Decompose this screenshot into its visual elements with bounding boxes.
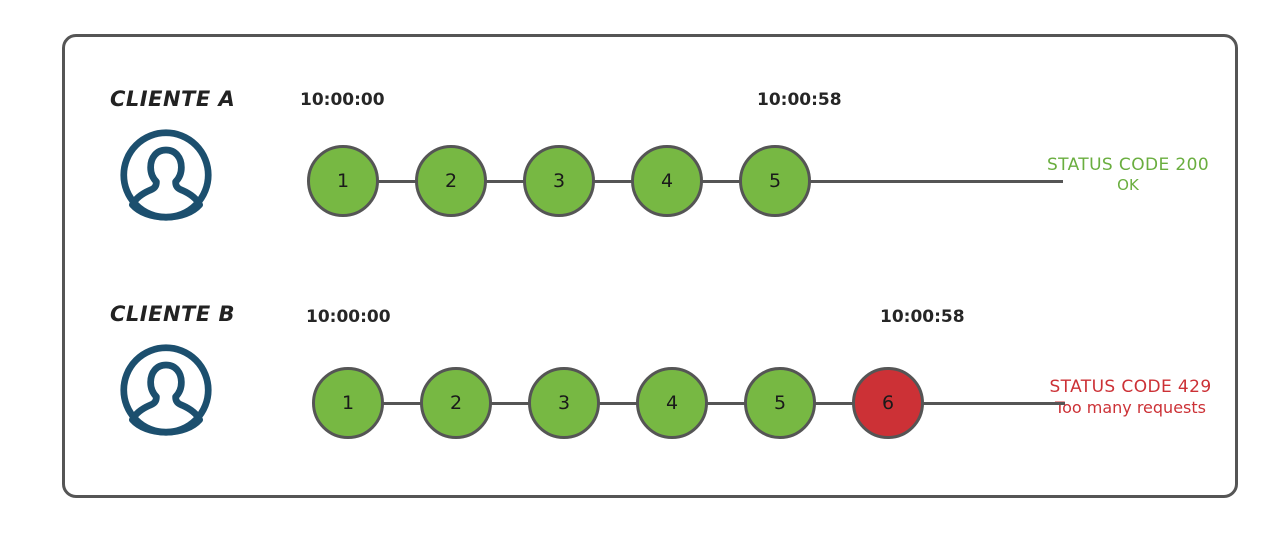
client-label-a: CLIENTE A xyxy=(110,87,236,111)
request-node-a-2[interactable]: 2 xyxy=(415,145,487,217)
status-badge-b: STATUS CODE 429 Too many requests xyxy=(1023,377,1238,418)
timestamp-start-a: 10:00:00 xyxy=(300,90,385,110)
request-node-a-4[interactable]: 4 xyxy=(631,145,703,217)
request-node-a-3[interactable]: 3 xyxy=(523,145,595,217)
request-node-label: 3 xyxy=(557,392,571,414)
diagram-frame: CLIENTE A 10:00:00 10:00:58 1 2 3 4 xyxy=(62,34,1238,498)
user-avatar-icon xyxy=(118,127,214,227)
request-node-label: 3 xyxy=(552,170,566,192)
request-node-label: 5 xyxy=(773,392,787,414)
timestamp-end-a: 10:00:58 xyxy=(757,90,842,110)
request-node-label: 1 xyxy=(336,170,350,192)
request-node-b-1[interactable]: 1 xyxy=(312,367,384,439)
request-node-b-3[interactable]: 3 xyxy=(528,367,600,439)
timestamp-end-b: 10:00:58 xyxy=(880,307,965,327)
request-node-label: 1 xyxy=(341,392,355,414)
request-node-b-6[interactable]: 6 xyxy=(852,367,924,439)
client-label-b: CLIENTE B xyxy=(110,302,236,326)
status-badge-a: STATUS CODE 200 OK xyxy=(1023,155,1233,195)
request-node-b-4[interactable]: 4 xyxy=(636,367,708,439)
status-text-a: OK xyxy=(1117,176,1139,195)
request-node-label: 4 xyxy=(665,392,679,414)
request-node-label: 6 xyxy=(881,392,895,414)
request-node-label: 2 xyxy=(449,392,463,414)
request-node-a-5[interactable]: 5 xyxy=(739,145,811,217)
status-text-b: Too many requests xyxy=(1055,398,1206,418)
request-node-b-5[interactable]: 5 xyxy=(744,367,816,439)
request-node-a-1[interactable]: 1 xyxy=(307,145,379,217)
chain-connector-a xyxy=(343,180,1063,183)
request-node-b-2[interactable]: 2 xyxy=(420,367,492,439)
user-avatar-icon xyxy=(118,342,214,442)
request-node-label: 4 xyxy=(660,170,674,192)
timestamp-start-b: 10:00:00 xyxy=(306,307,391,327)
request-node-label: 5 xyxy=(768,170,782,192)
status-code-a: STATUS CODE 200 xyxy=(1046,155,1210,175)
request-node-label: 2 xyxy=(444,170,458,192)
status-code-b: STATUS CODE 429 xyxy=(1049,377,1212,397)
